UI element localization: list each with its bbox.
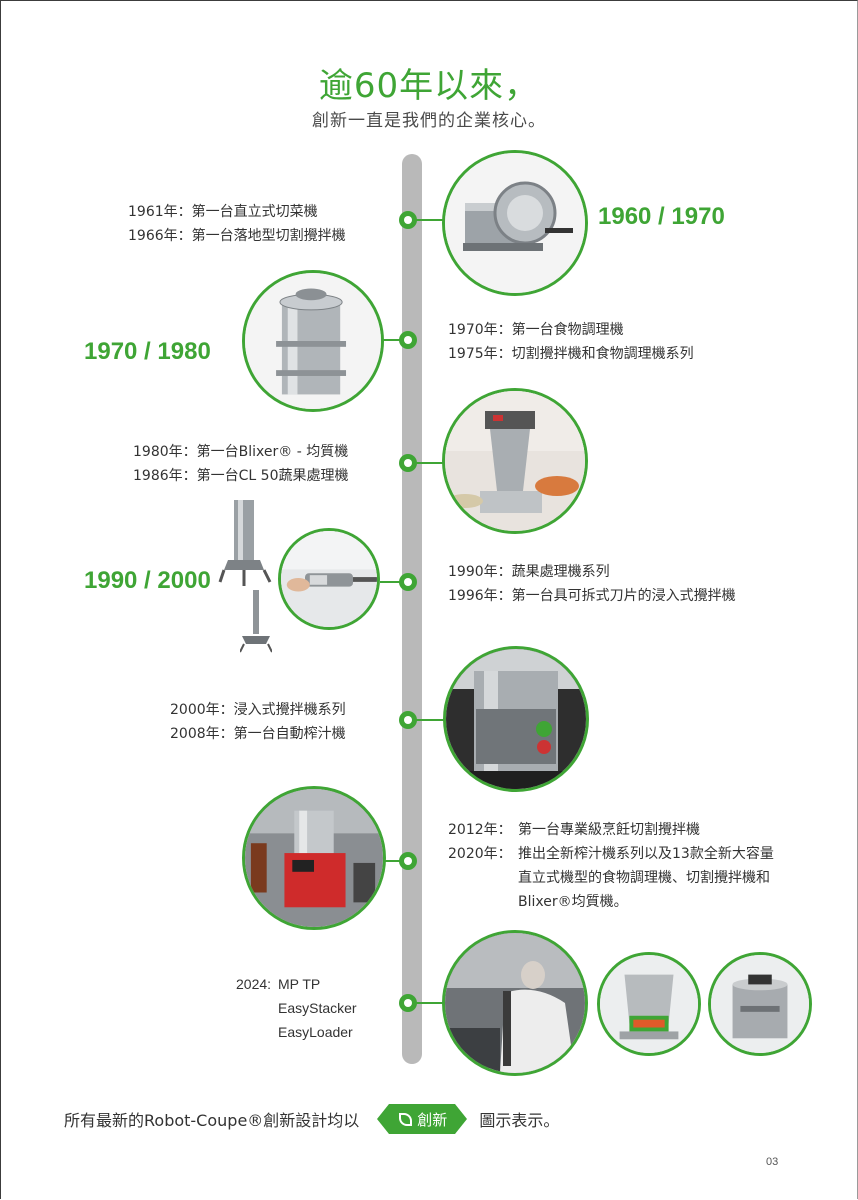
timeline-entry-1980s: 1980年：第一台Blixer® - 均質機 1986年：第一台CL 50蔬果處… — [133, 440, 348, 488]
timeline-entry-2000s: 2000年：浸入式攪拌機系列 2008年：第一台自動榨汁機 — [170, 698, 346, 746]
timeline-entry-1970s: 1970年：第一台食物調理機 1975年：切割攪拌機和食物調理機系列 — [448, 318, 694, 366]
entry-text: 蔬果處理機系列 — [511, 564, 610, 580]
entry-year — [448, 890, 518, 914]
footer-note: 所有最新的Robot-Coupe®創新設計均以 創新 圖示表示。 — [64, 1104, 559, 1134]
entry-year: 2008年： — [170, 726, 234, 742]
timeline-spine — [402, 154, 422, 1064]
entry-text: EasyStacker — [278, 1000, 357, 1016]
entry-text: 第一台食物調理機 — [511, 322, 624, 338]
entry-year: 1980年： — [133, 444, 197, 460]
entry-year: 1975年： — [448, 346, 512, 362]
footer-text-after: 圖示表示。 — [479, 1111, 560, 1130]
product-photo-vegetable-cutter — [442, 150, 588, 296]
page-number: 03 — [766, 1156, 779, 1168]
product-photo-immersion-blender — [278, 528, 380, 630]
product-photo-chef-using-mp-tp — [442, 930, 588, 1076]
timeline-entry-2010s: 2012年： 第一台專業級烹飪切割攪拌機 2020年： 推出全新榨汁機系列以及13款… — [448, 818, 774, 914]
innovation-badge-label: 創新 — [417, 1110, 448, 1129]
decade-label-1960: 1960 / 1970 — [598, 203, 725, 230]
timeline-entry-1960s: 1961年：第一台直立式切菜機 1966年：第一台落地型切割攪拌機 — [128, 200, 346, 248]
entry-year: 2000年： — [170, 702, 234, 718]
entry-year — [236, 1020, 278, 1044]
entry-year: 1990年： — [448, 564, 512, 580]
entry-text: 第一台專業級烹飪切割攪拌機 — [518, 822, 700, 838]
timeline-node — [399, 454, 417, 472]
entry-year: 2012年： — [448, 822, 512, 838]
entry-year: 2020年： — [448, 846, 512, 862]
entry-year: 2024: — [236, 976, 272, 992]
timeline-connector — [380, 860, 402, 862]
timeline-node — [399, 994, 417, 1012]
entry-year: 1986年： — [133, 468, 197, 484]
product-photo-cutter-mixer — [242, 270, 384, 412]
page-title: 逾60年以來， — [318, 66, 540, 106]
entry-text: 第一台Blixer® - 均質機 — [196, 444, 349, 460]
entry-year: 1996年： — [448, 588, 512, 604]
page-subtitle: 創新一直是我們的企業核心。 — [312, 111, 546, 131]
timeline-node — [399, 852, 417, 870]
entry-text: 第一台落地型切割攪拌機 — [191, 228, 346, 244]
entry-year: 1961年： — [128, 204, 192, 220]
entry-text: 第一台CL 50蔬果處理機 — [196, 468, 349, 484]
footer-text-before: 所有最新的Robot-Coupe®創新設計均以 — [64, 1111, 360, 1130]
blender-shaft-illustration — [218, 500, 272, 588]
product-photo-juicer — [443, 646, 589, 792]
product-photo-easyloader — [708, 952, 812, 1056]
entry-year: 1966年： — [128, 228, 192, 244]
timeline-entry-1990s: 1990年：蔬果處理機系列 1996年：第一台具可拆式刀片的浸入式攪拌機 — [448, 560, 736, 608]
timeline-node — [399, 211, 417, 229]
entry-text: Blixer®均質機。 — [518, 894, 628, 910]
timeline-connector — [415, 1002, 447, 1004]
decade-label-1970: 1970 / 1980 — [84, 338, 211, 365]
product-photo-cooking-mixer — [242, 786, 386, 930]
entry-text: MP TP — [278, 976, 321, 992]
timeline-entry-2024: 2024: MP TP EasyStacker EasyLoader — [236, 972, 357, 1044]
timeline-connector — [377, 339, 403, 341]
blade-attachment-illustration — [239, 590, 273, 654]
leaf-icon — [399, 1112, 413, 1126]
timeline-node — [399, 573, 417, 591]
entry-year: 1970年： — [448, 322, 512, 338]
entry-text: 第一台自動榨汁機 — [233, 726, 346, 742]
decade-label-1990: 1990 / 2000 — [84, 567, 211, 594]
entry-year — [236, 996, 278, 1020]
entry-text: 切割攪拌機和食物調理機系列 — [511, 346, 694, 362]
entry-text: 第一台具可拆式刀片的浸入式攪拌機 — [511, 588, 736, 604]
timeline-connector — [415, 462, 447, 464]
timeline-connector — [415, 219, 447, 221]
entry-text: 浸入式攪拌機系列 — [233, 702, 346, 718]
timeline-node — [399, 331, 417, 349]
innovation-badge: 創新 — [377, 1104, 468, 1134]
entry-text: 第一台直立式切菜機 — [191, 204, 318, 220]
entry-text: 直立式機型的食物調理機、切割攪拌機和 — [518, 870, 770, 886]
product-photo-blixer — [442, 388, 588, 534]
entry-year — [448, 866, 518, 890]
timeline-connector — [380, 581, 402, 583]
entry-text: EasyLoader — [278, 1024, 353, 1040]
product-photo-easystacker — [597, 952, 701, 1056]
entry-text: 推出全新榨汁機系列以及13款全新大容量 — [518, 846, 774, 862]
timeline-node — [399, 711, 417, 729]
timeline-connector — [415, 719, 447, 721]
